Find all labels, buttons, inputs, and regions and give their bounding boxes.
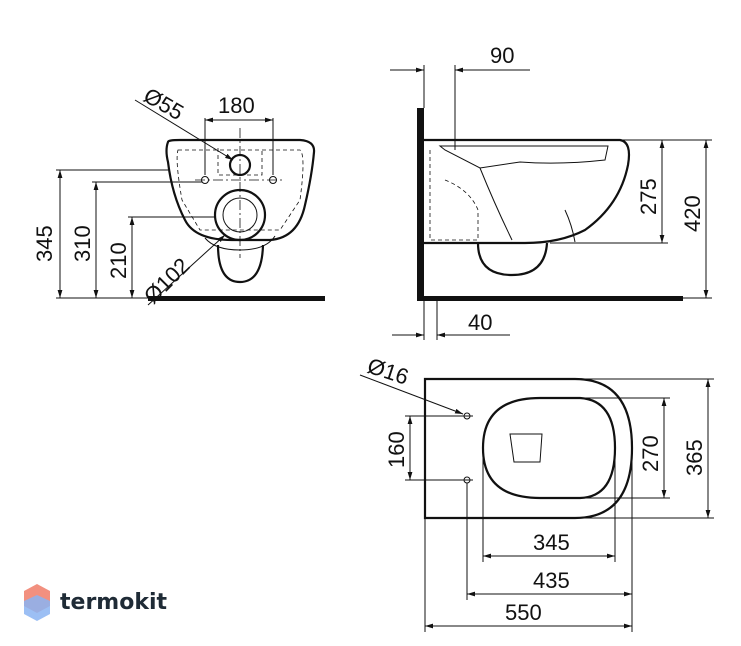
- dim-420-label: 420: [680, 195, 705, 232]
- dim-365-label: 365: [682, 439, 707, 476]
- side-view: 90 275 420 40: [390, 43, 712, 340]
- leader-line: [147, 234, 226, 306]
- leader-line: [359, 374, 464, 415]
- front-bowl-outline: [165, 138, 316, 242]
- top-view: Ø16 160 270 365 345 435 550: [359, 353, 714, 632]
- side-floor: [417, 296, 683, 301]
- dim-180-label: 180: [218, 93, 255, 118]
- dim-d16-label: Ø16: [364, 353, 411, 390]
- dim-275-label: 275: [636, 178, 661, 215]
- dim-345-bottom-label: 345: [533, 530, 570, 555]
- side-bowl-inner2: [564, 209, 576, 243]
- side-hidden: [429, 150, 479, 241]
- side-bowl-outline: [424, 138, 631, 245]
- dim-345-label: 345: [32, 225, 57, 262]
- dim-40-label: 40: [468, 310, 492, 335]
- floor-line: [148, 296, 325, 301]
- side-bowl-inner: [479, 167, 513, 241]
- wall: [417, 108, 424, 301]
- dim-550-label: 550: [505, 600, 542, 625]
- side-bowl-rim: [438, 145, 609, 169]
- dim-270-label: 270: [638, 435, 663, 472]
- leader-line: [134, 99, 234, 161]
- top-seat-outline: [481, 396, 617, 500]
- front-hidden-outline: [176, 149, 304, 231]
- front-view: 180 Ø55 345 310 210 Ø102: [32, 83, 325, 309]
- brand-name: termokit: [60, 590, 167, 615]
- dim-d55-label: Ø55: [140, 83, 189, 125]
- side-bowl-trap: [476, 242, 549, 277]
- top-flush-outlet: [509, 433, 543, 463]
- brand-logo: termokit: [24, 584, 167, 621]
- brand-logo-mark: [24, 584, 50, 621]
- dim-160-label: 160: [384, 431, 409, 468]
- dim-90-label: 90: [490, 43, 514, 68]
- dim-210-label: 210: [106, 242, 131, 279]
- front-hidden-inlet: [217, 148, 263, 176]
- front-bowl-trap: [216, 244, 265, 284]
- dim-435-label: 435: [533, 568, 570, 593]
- dim-310-label: 310: [70, 225, 95, 262]
